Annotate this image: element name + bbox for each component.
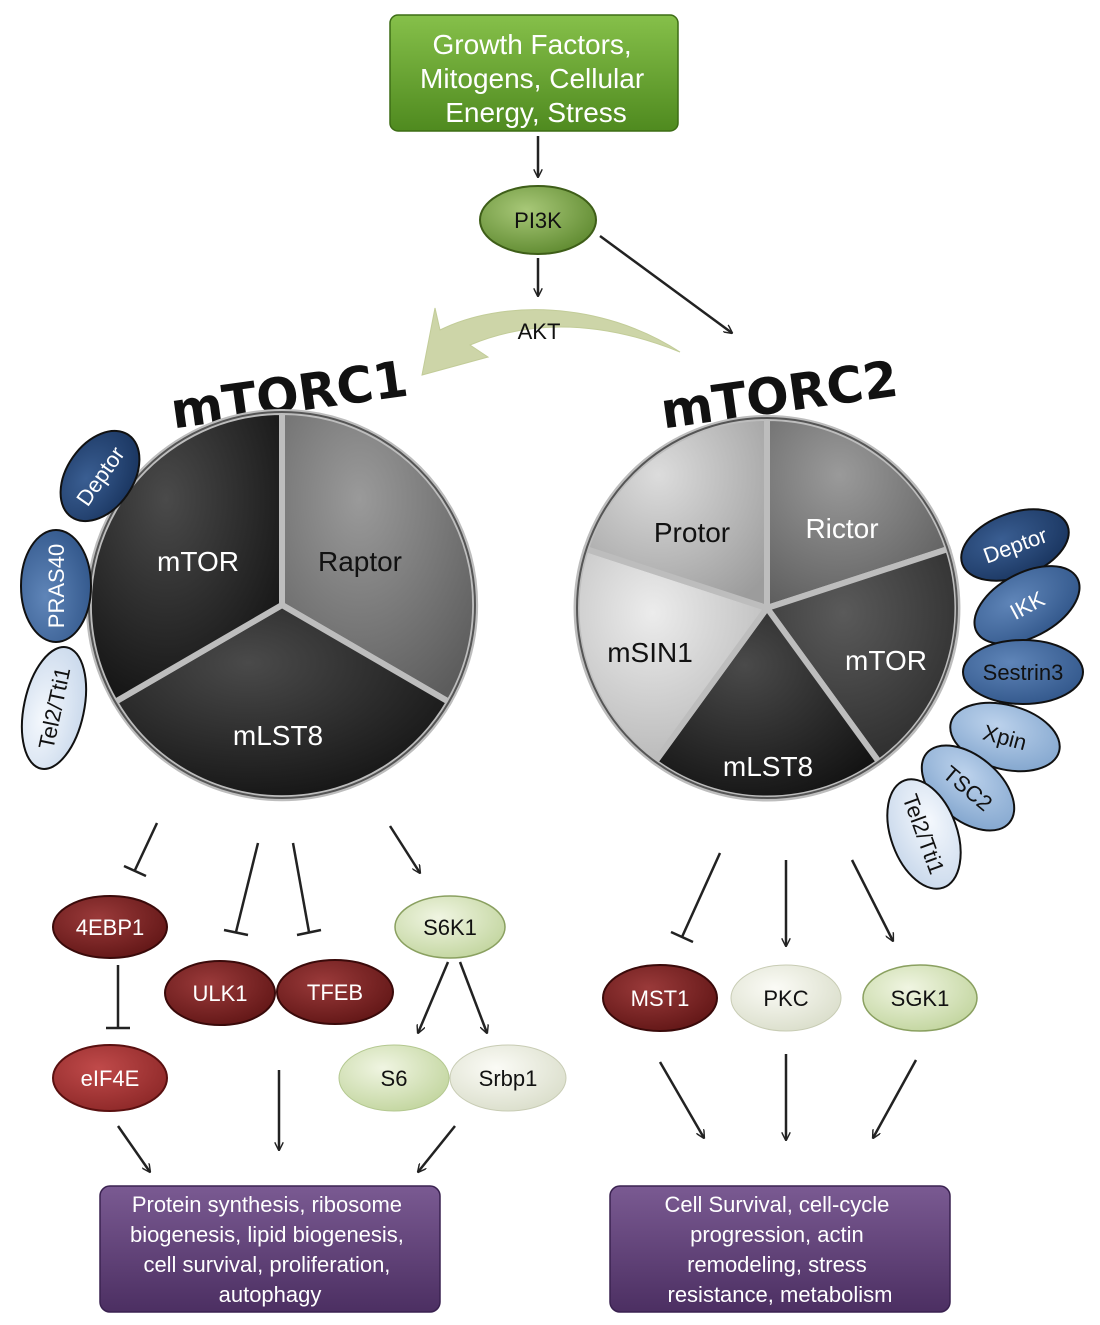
node-sgk1-label: SGK1	[891, 986, 950, 1011]
inhibit-4ebp1-to-eif4e	[106, 965, 130, 1030]
mtorc2-side-tel2: Tel2/Tti1	[886, 778, 962, 890]
arrow-pi3k-to-mtorc2	[599, 234, 732, 333]
input-signals-box	[389, 14, 679, 132]
node-s6k1-label: S6K1	[423, 915, 477, 940]
input-signals-label: Growth Factors, Mitogens, Cellular Energ…	[420, 29, 652, 128]
mtorc1-outcome-box	[99, 1185, 441, 1313]
arrow-mtorc2-to-sgk1	[850, 859, 893, 941]
mtorc1-label-mlst8: mLST8	[233, 720, 323, 751]
mtorc1-inhibit-tfeb	[291, 842, 322, 937]
mtorc2-outcome-text: Cell Survival, cell-cycle progression, a…	[664, 1192, 895, 1307]
node-eif4e	[52, 1044, 168, 1112]
mtorc2-inhibit-mst1	[670, 852, 722, 944]
mtorc2-label-mlst8: mLST8	[723, 751, 813, 782]
pi3k-node	[479, 185, 597, 255]
mtorc2-label-mtor: mTOR	[845, 645, 927, 676]
node-tfeb-label: TFEB	[307, 980, 363, 1005]
mtorc2-side-deptor: Deptor	[960, 508, 1070, 582]
node-eif4e-label: eIF4E	[81, 1066, 140, 1091]
mtorc2-side-xpin: Xpin	[949, 701, 1061, 773]
node-pkc	[730, 964, 842, 1032]
akt-label: AKT	[518, 319, 561, 344]
node-s6-label: S6	[381, 1066, 408, 1091]
arrow-mtorc1-to-s6k1	[388, 825, 420, 873]
node-srbp1	[449, 1044, 567, 1112]
node-4ebp1-label: 4EBP1	[76, 915, 145, 940]
mtorc2-side-ikk: IKK	[973, 565, 1081, 645]
mtorc1-outcome-text: Protein synthesis, ribosome biogenesis, …	[130, 1192, 410, 1307]
node-tfeb	[276, 959, 394, 1025]
arrow-s6k1-to-srbp1	[458, 961, 487, 1033]
mtorc1-inhibit-ulk1	[223, 842, 260, 937]
node-ulk1-label: ULK1	[192, 981, 247, 1006]
akt-arrow	[421, 307, 681, 376]
node-s6k1	[394, 895, 506, 959]
node-srbp1-label: Srbp1	[479, 1066, 538, 1091]
mtorc2-label-protor: Protor	[654, 517, 730, 548]
node-mst1	[602, 964, 718, 1032]
mtorc2-complex: Protor Rictor mSIN1 mTOR mLST8	[573, 414, 961, 802]
mtorc1-label-mtor: mTOR	[157, 546, 239, 577]
node-4ebp1	[52, 895, 168, 959]
arrow-mst1-to-outcome2	[658, 1061, 704, 1138]
node-sgk1	[862, 964, 978, 1032]
mtorc2-label-msin1: mSIN1	[607, 637, 693, 668]
mtorc1-inhibit-4ebp1	[123, 822, 159, 878]
mtorc1-side-deptor: Deptor	[59, 429, 141, 523]
arrow-s6k1-to-s6	[418, 961, 450, 1033]
node-s6	[338, 1044, 450, 1112]
mtorc1-label-raptor: Raptor	[318, 546, 402, 577]
arrow-s6-srbp1-to-outcome1	[418, 1125, 456, 1172]
mtorc1-side-tel2: Tel2/Tti1	[20, 646, 88, 770]
pi3k-label: PI3K	[514, 208, 562, 233]
arrow-sgk1-to-outcome2	[873, 1059, 918, 1138]
node-ulk1	[164, 960, 276, 1026]
mtorc1-side-pras40: PRAS40	[20, 529, 92, 643]
svg-text:Sestrin3: Sestrin3	[983, 660, 1064, 685]
svg-text:PRAS40: PRAS40	[44, 544, 69, 628]
mtorc2-outcome-box	[609, 1185, 951, 1313]
mtorc2-side-sestrin3: Sestrin3	[962, 639, 1084, 705]
arrow-eif4e-to-outcome1	[116, 1125, 150, 1172]
mtorc2-label-rictor: Rictor	[805, 513, 878, 544]
node-pkc-label: PKC	[763, 986, 808, 1011]
mtorc1-complex: mTOR Raptor mLST8	[85, 408, 479, 802]
node-mst1-label: MST1	[631, 986, 690, 1011]
